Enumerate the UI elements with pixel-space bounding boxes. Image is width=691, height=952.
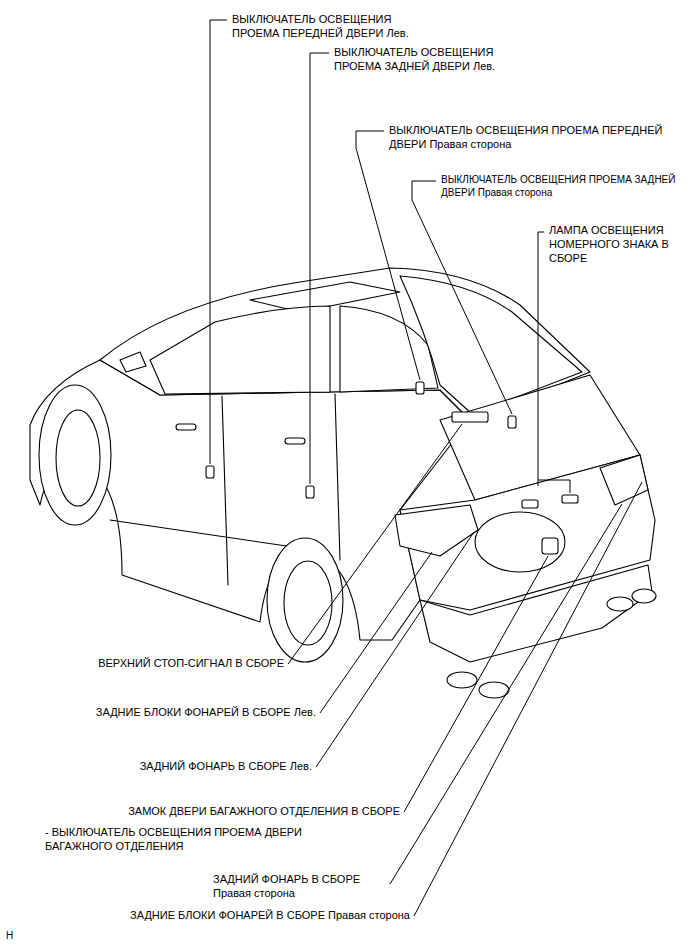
- part-label: ВЫКЛЮЧАТЕЛЬ ОСВЕЩЕНИЯ ПРОЕМА ПЕРЕДНЕЙ ДВ…: [232, 13, 432, 41]
- exhaust-pipe: [607, 597, 633, 611]
- part-label: ЗАДНИЙ ФОНАРЬ В СБОРЕ Правая сторона: [213, 873, 388, 901]
- page-marker: H: [6, 930, 30, 943]
- exhaust-pipe: [447, 672, 477, 688]
- door-switch: [416, 382, 424, 394]
- part-label: ВЫКЛЮЧАТЕЛЬ ОСВЕЩЕНИЯ ПРОЕМА ЗАДНЕЙ ДВЕР…: [334, 46, 534, 74]
- part-label: ЗАДНИЕ БЛОКИ ФОНАРЕЙ В СБОРЕ Лев.: [11, 706, 316, 720]
- license-lamp: [562, 495, 578, 503]
- sill-line: [110, 520, 300, 548]
- part-label: ВЕРХНИЙ СТОП-СИГНАЛ В СБОРЕ: [14, 657, 284, 671]
- part-label: ЗАДНИЕ БЛОКИ ФОНАРЕЙ В СБОРЕ Правая стор…: [10, 909, 410, 923]
- door-handle: [285, 438, 305, 444]
- door-line: [222, 396, 228, 585]
- leader-line: [320, 552, 432, 713]
- part-label: ЛАМПА ОСВЕЩЕНИЯ НОМЕРНОГО ЗНАКА В СБОРЕ: [549, 224, 684, 265]
- part-label: ЗАДНИЙ ФОНАРЬ В СБОРЕ Лев.: [12, 760, 312, 774]
- exhaust-pipe: [632, 589, 656, 603]
- car-mirror: [120, 352, 146, 372]
- part-label: ВЫКЛЮЧАТЕЛЬ ОСВЕЩЕНИЯ ПРОЕМА ЗАДНЕЙ ДВЕР…: [441, 174, 685, 199]
- leader-line: [316, 532, 474, 767]
- leader-line: [288, 424, 462, 664]
- door-switch: [206, 466, 214, 478]
- wheel: [267, 538, 343, 662]
- car-window: [150, 306, 330, 394]
- leader-line: [538, 232, 544, 486]
- leader-line: [210, 20, 227, 464]
- door-switch: [306, 486, 314, 498]
- leader-line: [356, 131, 420, 380]
- car-bumper: [420, 565, 652, 662]
- tail-lamp: [395, 505, 478, 556]
- leader-line: [538, 480, 570, 493]
- tail-lamp: [600, 455, 648, 505]
- wheel-rim: [56, 410, 100, 506]
- wheel-rim: [284, 561, 332, 645]
- license-lamp: [522, 500, 538, 508]
- leader-line: [414, 482, 642, 916]
- leader-line: [404, 556, 548, 812]
- car-body: [30, 360, 470, 640]
- part-label: ВЫКЛЮЧАТЕЛЬ ОСВЕЩЕНИЯ ПРОЕМА ПЕРЕДНЕЙ ДВ…: [389, 124, 685, 152]
- trunk-lock: [542, 538, 558, 554]
- high-stop-lamp: [452, 412, 488, 422]
- wheel: [39, 385, 111, 525]
- part-label: ЗАМОК ДВЕРИ БАГАЖНОГО ОТДЕЛЕНИЯ В СБОРЕ: [10, 805, 400, 819]
- part-label: - ВЫКЛЮЧАТЕЛЬ ОСВЕЩЕНИЯ ПРОЕМА ДВЕРИ БАГ…: [45, 826, 345, 854]
- leader-line: [412, 181, 512, 414]
- trunk-garnish: [475, 512, 565, 572]
- leader-line: [310, 53, 329, 484]
- door-line: [335, 394, 340, 560]
- leader-line: [390, 504, 622, 884]
- door-handle: [176, 424, 196, 430]
- door-switch: [508, 416, 516, 428]
